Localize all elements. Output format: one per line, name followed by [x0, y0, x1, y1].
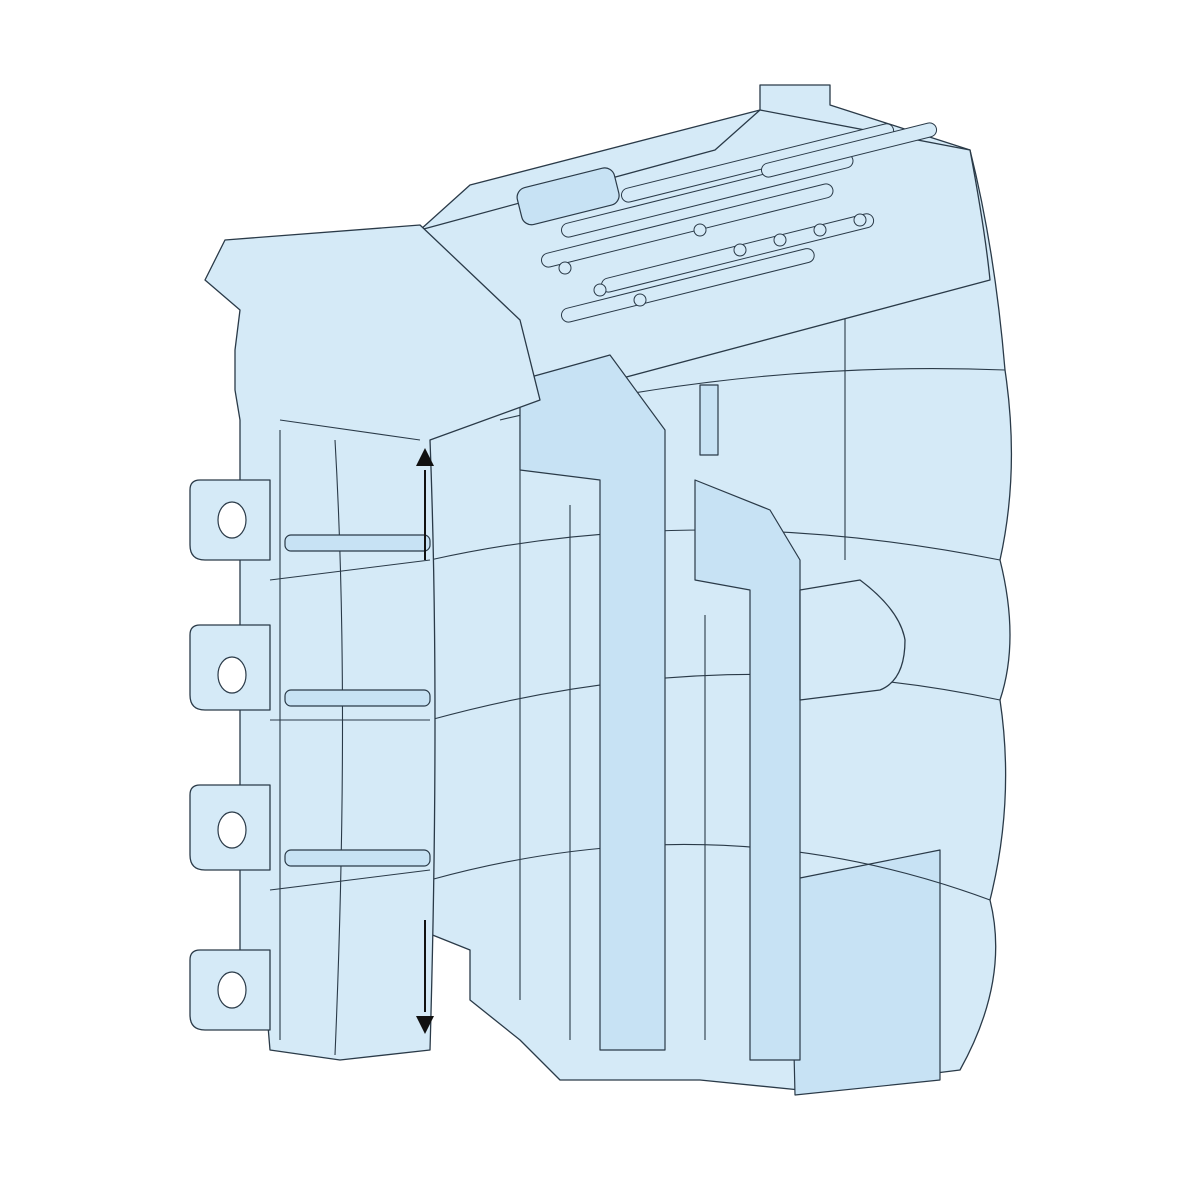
- top-vent-cover: [419, 109, 991, 401]
- cover-slot: [284, 534, 431, 552]
- arrow-up-icon: [416, 448, 434, 560]
- indicator-slot: [699, 384, 719, 456]
- cover-latch: [516, 167, 620, 226]
- arrow-down-icon: [416, 920, 434, 1034]
- terminal-lug-3: [189, 784, 271, 871]
- terminal-lug-4: [189, 949, 271, 1031]
- cover-slot: [284, 849, 431, 867]
- vent-slots: [540, 122, 938, 323]
- inner-channels: [519, 354, 906, 1061]
- cover-slot: [284, 689, 431, 707]
- terminal-lug-2: [189, 624, 271, 711]
- terminal-lugs: [189, 479, 271, 1031]
- terminal-lug-1: [189, 479, 271, 561]
